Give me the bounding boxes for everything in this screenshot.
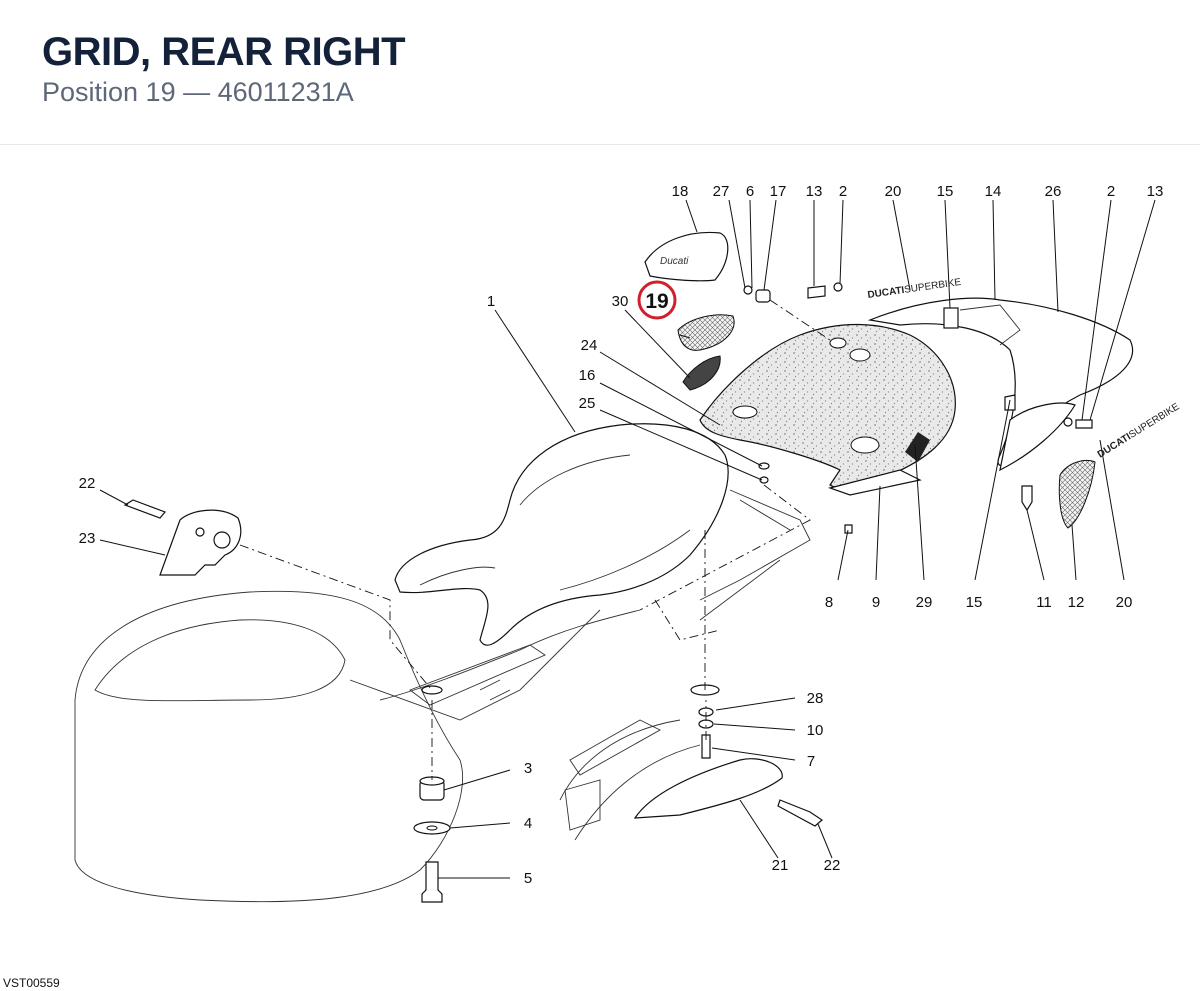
callout-label: 5 [524,870,532,887]
heel-guard-part-21 [633,758,823,827]
callout-label: 16 [579,367,596,384]
callout-label: 13 [1147,183,1164,200]
callout-label: 23 [79,530,96,547]
callout-label: 15 [937,183,954,200]
callout-label: 9 [872,594,880,611]
callout-label: 26 [1045,183,1062,200]
callout-label: 30 [612,293,629,310]
callout-label: 1 [487,293,495,310]
callout-label: 7 [807,753,815,770]
page-subtitle: Position 19 — 46011231A [42,77,354,107]
seat-part-1 [394,423,729,646]
decal-part-30 [682,355,721,391]
callout-label: 20 [885,183,902,200]
pad-badge: Ducati [660,256,689,267]
callout-label: 2 [839,183,847,200]
callout-label: 21 [772,857,789,874]
callout-label: 10 [807,722,824,739]
highlight-ring [637,280,677,320]
callout-label: 4 [524,815,532,832]
callout-label: 8 [825,594,833,611]
grid-part-12 [1058,460,1096,529]
callout-label: 25 [579,395,596,412]
callout-label: 18 [672,183,689,200]
diagram-reference-code: VST00559 [3,976,60,990]
frame-background [74,489,811,903]
callout-label: 13 [806,183,823,200]
cover-part-18: Ducati [644,231,729,282]
svg-text:DUCATISUPERBIKE: DUCATISUPERBIKE [1096,401,1182,460]
page-title: GRID, REAR RIGHT [42,30,406,74]
callout-label: 22 [824,857,841,874]
leader-lines [99,199,1156,879]
assembly-lines [239,299,831,780]
callout-label: 27 [713,183,730,200]
callout-label: 22 [79,475,96,492]
callout-label: 14 [985,183,1002,200]
callout-label: 3 [524,760,532,777]
callout-label: 6 [746,183,754,200]
callout-label: 15 [966,594,983,611]
callout-label: 12 [1068,594,1085,611]
callout-label: 29 [916,594,933,611]
svg-text:DUCATISUPERBIKE: DUCATISUPERBIKE [867,277,962,301]
undertray-part-26 [867,297,1134,472]
hardware [413,282,1093,903]
callout-label: 2 [1107,183,1115,200]
callout-labels: 18 27 6 17 13 2 20 15 14 26 2 13 1 30 24… [79,183,1164,887]
callout-label: 20 [1116,594,1133,611]
exploded-parts-diagram: Ducati [74,183,1182,903]
callout-highlight-19: 19 [645,290,668,313]
tail-fairing-part-9 [699,323,956,496]
bracket-part-23 [123,499,242,576]
decal-text-upper: DUCATISUPERBIKE [867,277,962,301]
header: GRID, REAR RIGHT Position 19 — 46011231A [0,0,1200,145]
decal-text-side: DUCATISUPERBIKE [1096,401,1182,460]
grid-part-19 [677,314,735,351]
callout-label: 24 [581,337,598,354]
callout-label: 28 [807,690,824,707]
callout-label: 17 [770,183,787,200]
callout-label: 11 [1036,594,1052,611]
